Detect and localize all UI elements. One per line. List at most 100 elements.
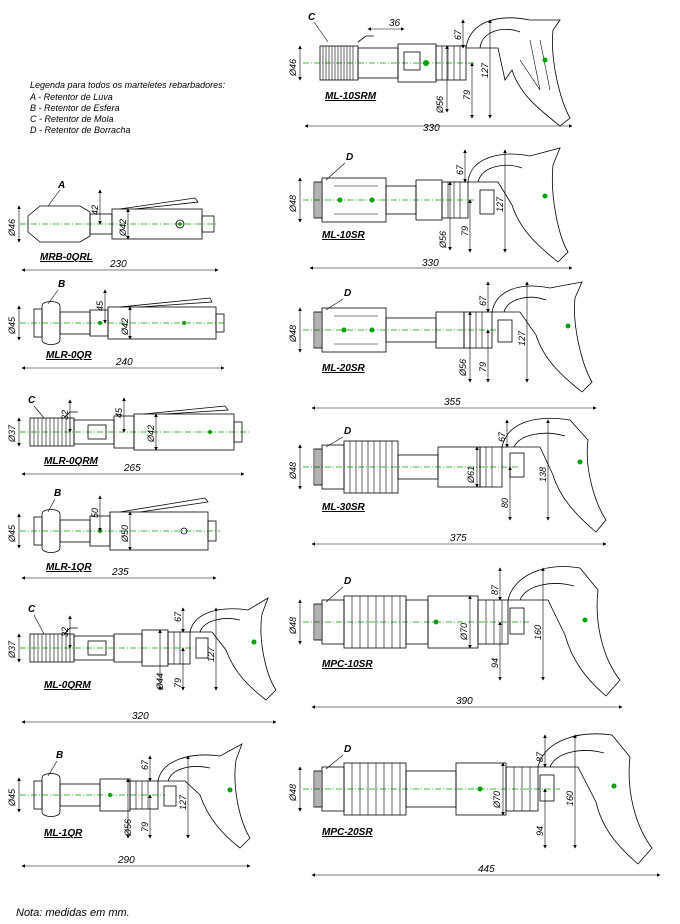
legend-item-a: A - Retentor de Luva — [29, 92, 113, 102]
dim-h2: 67 — [140, 759, 150, 770]
tool-ml-30sr: Ø48 Ø61 67 138 80 375 D ML-30SR — [288, 417, 607, 546]
dim-d1: Ø45 — [7, 316, 17, 335]
retainer-tag: B — [58, 279, 65, 290]
model-label: MRB-0QRL — [40, 252, 93, 263]
dim-h1: 50 — [90, 508, 100, 518]
tool-ml-0qrm: Ø37 32 Ø44 67 127 79 320 C ML-0QRM — [7, 597, 277, 724]
dim-h3: 127 — [206, 646, 216, 662]
dim-d2: Ø56 — [435, 96, 445, 114]
dim-d1: Ø48 — [288, 784, 298, 802]
dim-d2: Ø50 — [120, 525, 130, 543]
dim-d2: Ø56 — [123, 819, 133, 837]
dim-length: 235 — [111, 567, 129, 578]
dim-d2: Ø42 — [118, 219, 128, 237]
legend-title: Legenda para todos os marteletes rebarba… — [30, 80, 226, 90]
dim-d1: Ø46 — [288, 59, 298, 77]
dim-length: 290 — [117, 855, 135, 866]
dim-h2: 67 — [455, 164, 465, 175]
retainer-tag: D — [346, 152, 353, 163]
dim-length: 230 — [109, 259, 127, 270]
model-label: ML-30SR — [322, 502, 366, 513]
dim-d2: Ø56 — [438, 231, 448, 249]
dim-h1: 36 — [389, 18, 401, 29]
legend-item-b: B - Retentor de Esfera — [30, 103, 120, 113]
legend-item-c: C - Retentor de Mola — [30, 114, 114, 124]
dim-h2: 45 — [114, 407, 124, 418]
tool-mlr-1qr: Ø45 50 Ø50 235 B MLR-1QR — [7, 488, 220, 580]
model-label: MLR-1QR — [46, 562, 92, 573]
retainer-tag: C — [308, 12, 316, 23]
tool-mpc-10sr: Ø48 Ø70 87 160 94 390 D MPC-10SR — [288, 566, 623, 709]
dim-h3: 127 — [178, 794, 188, 810]
measurement-note: Nota: medidas em mm. — [16, 907, 130, 919]
dim-h4: 94 — [535, 826, 545, 836]
dim-d2: Ø42 — [120, 318, 130, 336]
dim-h3: 138 — [538, 467, 548, 482]
dim-d1: Ø45 — [7, 524, 17, 543]
dim-h4: 79 — [173, 678, 183, 688]
model-label: MPC-10SR — [322, 659, 373, 670]
dim-length: 330 — [423, 123, 440, 134]
dim-h4: 79 — [478, 362, 488, 372]
dim-length: 320 — [132, 711, 149, 722]
dim-length: 355 — [444, 397, 461, 408]
tool-ml-1qr: Ø45 Ø56 67 127 79 290 B ML-1QR — [7, 743, 251, 868]
tool-mpc-20sr: Ø48 Ø70 87 160 94 445 D MPC-20SR — [288, 733, 661, 877]
dim-d1: Ø48 — [288, 195, 298, 213]
dim-h4: 79 — [140, 822, 150, 832]
dim-length: 445 — [478, 864, 495, 875]
retainer-tag: B — [54, 488, 61, 499]
tool-mrb-0qrl: Ø46 42 Ø42 230 A MRB-0QRL — [7, 180, 219, 272]
dim-h1: 32 — [60, 410, 70, 420]
dim-h3: 160 — [565, 791, 575, 806]
dim-d1: Ø45 — [7, 788, 17, 807]
dim-d2: Ø70 — [492, 791, 502, 809]
tool-ml-10srm: 36 Ø46 Ø56 67 127 79 330 C ML-10SRM — [288, 12, 573, 134]
dim-d1: Ø37 — [7, 424, 17, 443]
tool-ml-10sr: Ø48 Ø56 67 127 79 330 D ML-10SR — [288, 147, 573, 270]
dim-d2: Ø61 — [466, 466, 476, 484]
dim-h2: 67 — [173, 611, 183, 622]
dim-h3: 127 — [480, 62, 490, 78]
dim-h1: 45 — [95, 300, 105, 311]
retainer-tag: C — [28, 604, 36, 615]
tool-mlr-0qr: Ø45 45 Ø42 240 B MLR-0QR — [7, 279, 225, 370]
dim-h2: 87 — [490, 584, 500, 595]
dim-length: 375 — [450, 533, 467, 544]
dim-h2: 67 — [478, 295, 488, 306]
tool-ml-20sr: Ø48 Ø56 67 127 79 355 D ML-20SR — [288, 281, 597, 410]
dim-length: 390 — [456, 696, 473, 707]
model-label: ML-20SR — [322, 363, 366, 374]
dim-d1: Ø46 — [7, 219, 17, 237]
dim-h1: 42 — [90, 205, 100, 215]
dim-h4: 79 — [460, 226, 470, 236]
dim-length: 265 — [123, 463, 141, 474]
legend-item-d: D - Retentor de Borracha — [30, 125, 131, 135]
retainer-tag: D — [344, 744, 351, 755]
dim-h2: 87 — [535, 751, 545, 762]
model-label: MPC-20SR — [322, 827, 373, 838]
model-label: MLR-0QRM — [44, 456, 99, 467]
dim-d2: Ø56 — [458, 359, 468, 377]
dim-h3: 127 — [517, 330, 527, 346]
dim-h4: 79 — [462, 90, 472, 100]
retainer-tag: D — [344, 576, 351, 587]
dim-length: 330 — [422, 258, 439, 269]
retainer-tag: D — [344, 426, 351, 437]
dim-length: 240 — [115, 357, 133, 368]
dim-d2: Ø44 — [155, 673, 165, 691]
retainer-tag: A — [57, 180, 65, 191]
dim-d2: Ø70 — [459, 623, 469, 641]
dim-h2: 67 — [453, 29, 463, 40]
retainer-tag: B — [56, 750, 63, 761]
retainer-tag: C — [28, 395, 36, 406]
dim-h1: 32 — [60, 627, 70, 637]
dim-h4: 94 — [490, 658, 500, 668]
model-label: ML-1QR — [44, 828, 83, 839]
dim-h2: 67 — [497, 431, 507, 442]
dim-d2: Ø42 — [146, 425, 156, 443]
dim-d1: Ø48 — [288, 462, 298, 480]
dim-d1: Ø48 — [288, 325, 298, 343]
dim-h4: 80 — [500, 498, 510, 508]
